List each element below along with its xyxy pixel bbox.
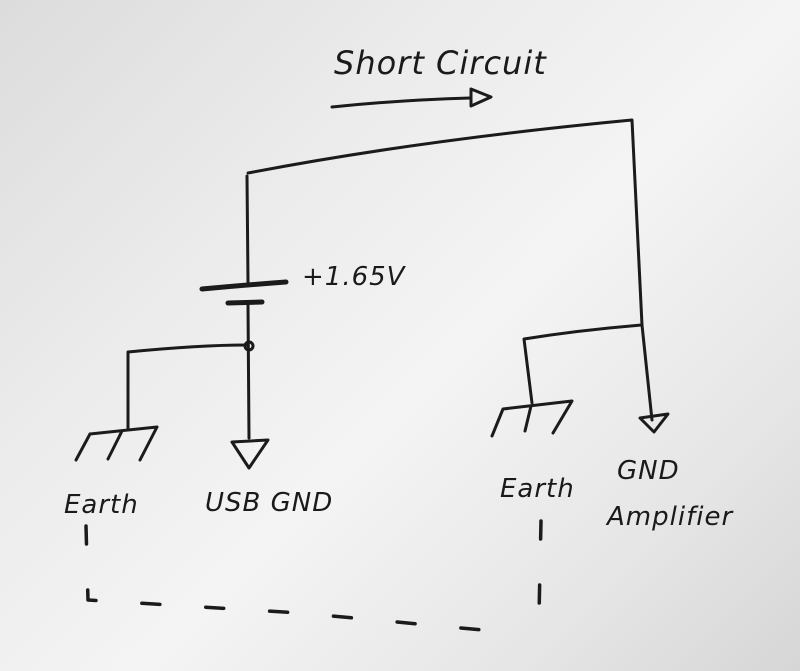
- gnd-amplifier-label-line2: Amplifier: [607, 502, 734, 532]
- wire-to-left-earth: [126, 343, 248, 430]
- short-circuit-arrow-head: [469, 87, 493, 108]
- earth-left-label: Earth: [64, 490, 139, 520]
- earth-right-label: Earth: [500, 474, 575, 504]
- usb-gnd-label: USB GND: [205, 488, 334, 518]
- short-circuit-arrow-shaft: [330, 96, 472, 109]
- voltage-label: +1.65V: [302, 262, 406, 292]
- battery-negative-plate: [225, 299, 265, 306]
- title-label: Short Circuit: [334, 44, 547, 82]
- earth-ground-icon-right: [490, 399, 574, 438]
- wire-to-right-earth: [522, 323, 644, 405]
- usb-gnd-icon: [230, 438, 270, 470]
- earth-ground-icon-left: [74, 425, 159, 462]
- short-circuit-wire: [246, 118, 644, 327]
- earth-link-dashed: [84, 524, 517, 635]
- amplifier-gnd-icon: [638, 412, 670, 434]
- amplifier-gnd-lead: [640, 323, 654, 422]
- battery-negative-lead: [246, 302, 251, 440]
- earth-link-dashed-right: [537, 519, 543, 617]
- battery-positive-plate: [199, 279, 289, 292]
- battery-positive-lead: [245, 174, 250, 284]
- gnd-amplifier-label-line1: GND: [617, 456, 680, 486]
